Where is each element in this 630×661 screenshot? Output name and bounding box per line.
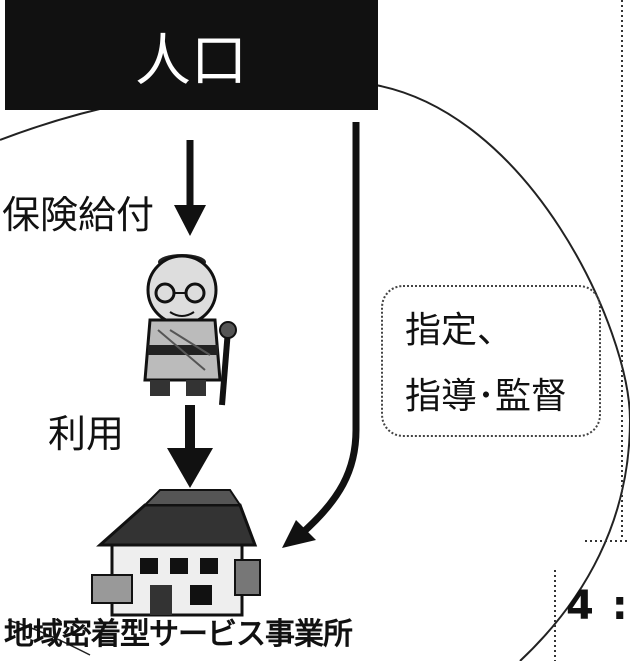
designation-callout: 指定、 指導･監督 bbox=[381, 285, 601, 437]
facility-label: 地域密着型サービス事業所 bbox=[4, 617, 353, 652]
top-block-text: 人口 bbox=[135, 29, 247, 94]
arrow-usage-head bbox=[167, 448, 213, 488]
arrow-insurance-head bbox=[174, 205, 206, 236]
callout-line-designation: 指定、 bbox=[405, 310, 514, 351]
top-black-block bbox=[5, 0, 378, 110]
right-number-label: 4 : bbox=[566, 583, 630, 629]
house-icon bbox=[91, 489, 261, 617]
usage-label: 利用 bbox=[48, 412, 125, 456]
region-boundary-lower-left bbox=[7, 619, 91, 656]
insurance-benefit-label: 保険給付 bbox=[2, 193, 155, 237]
elderly-person-icon bbox=[143, 254, 237, 406]
arrow-designation-head bbox=[282, 520, 316, 548]
arrow-designation-line bbox=[297, 122, 360, 538]
callout-line-guidance: 指導･監督 bbox=[405, 376, 568, 417]
